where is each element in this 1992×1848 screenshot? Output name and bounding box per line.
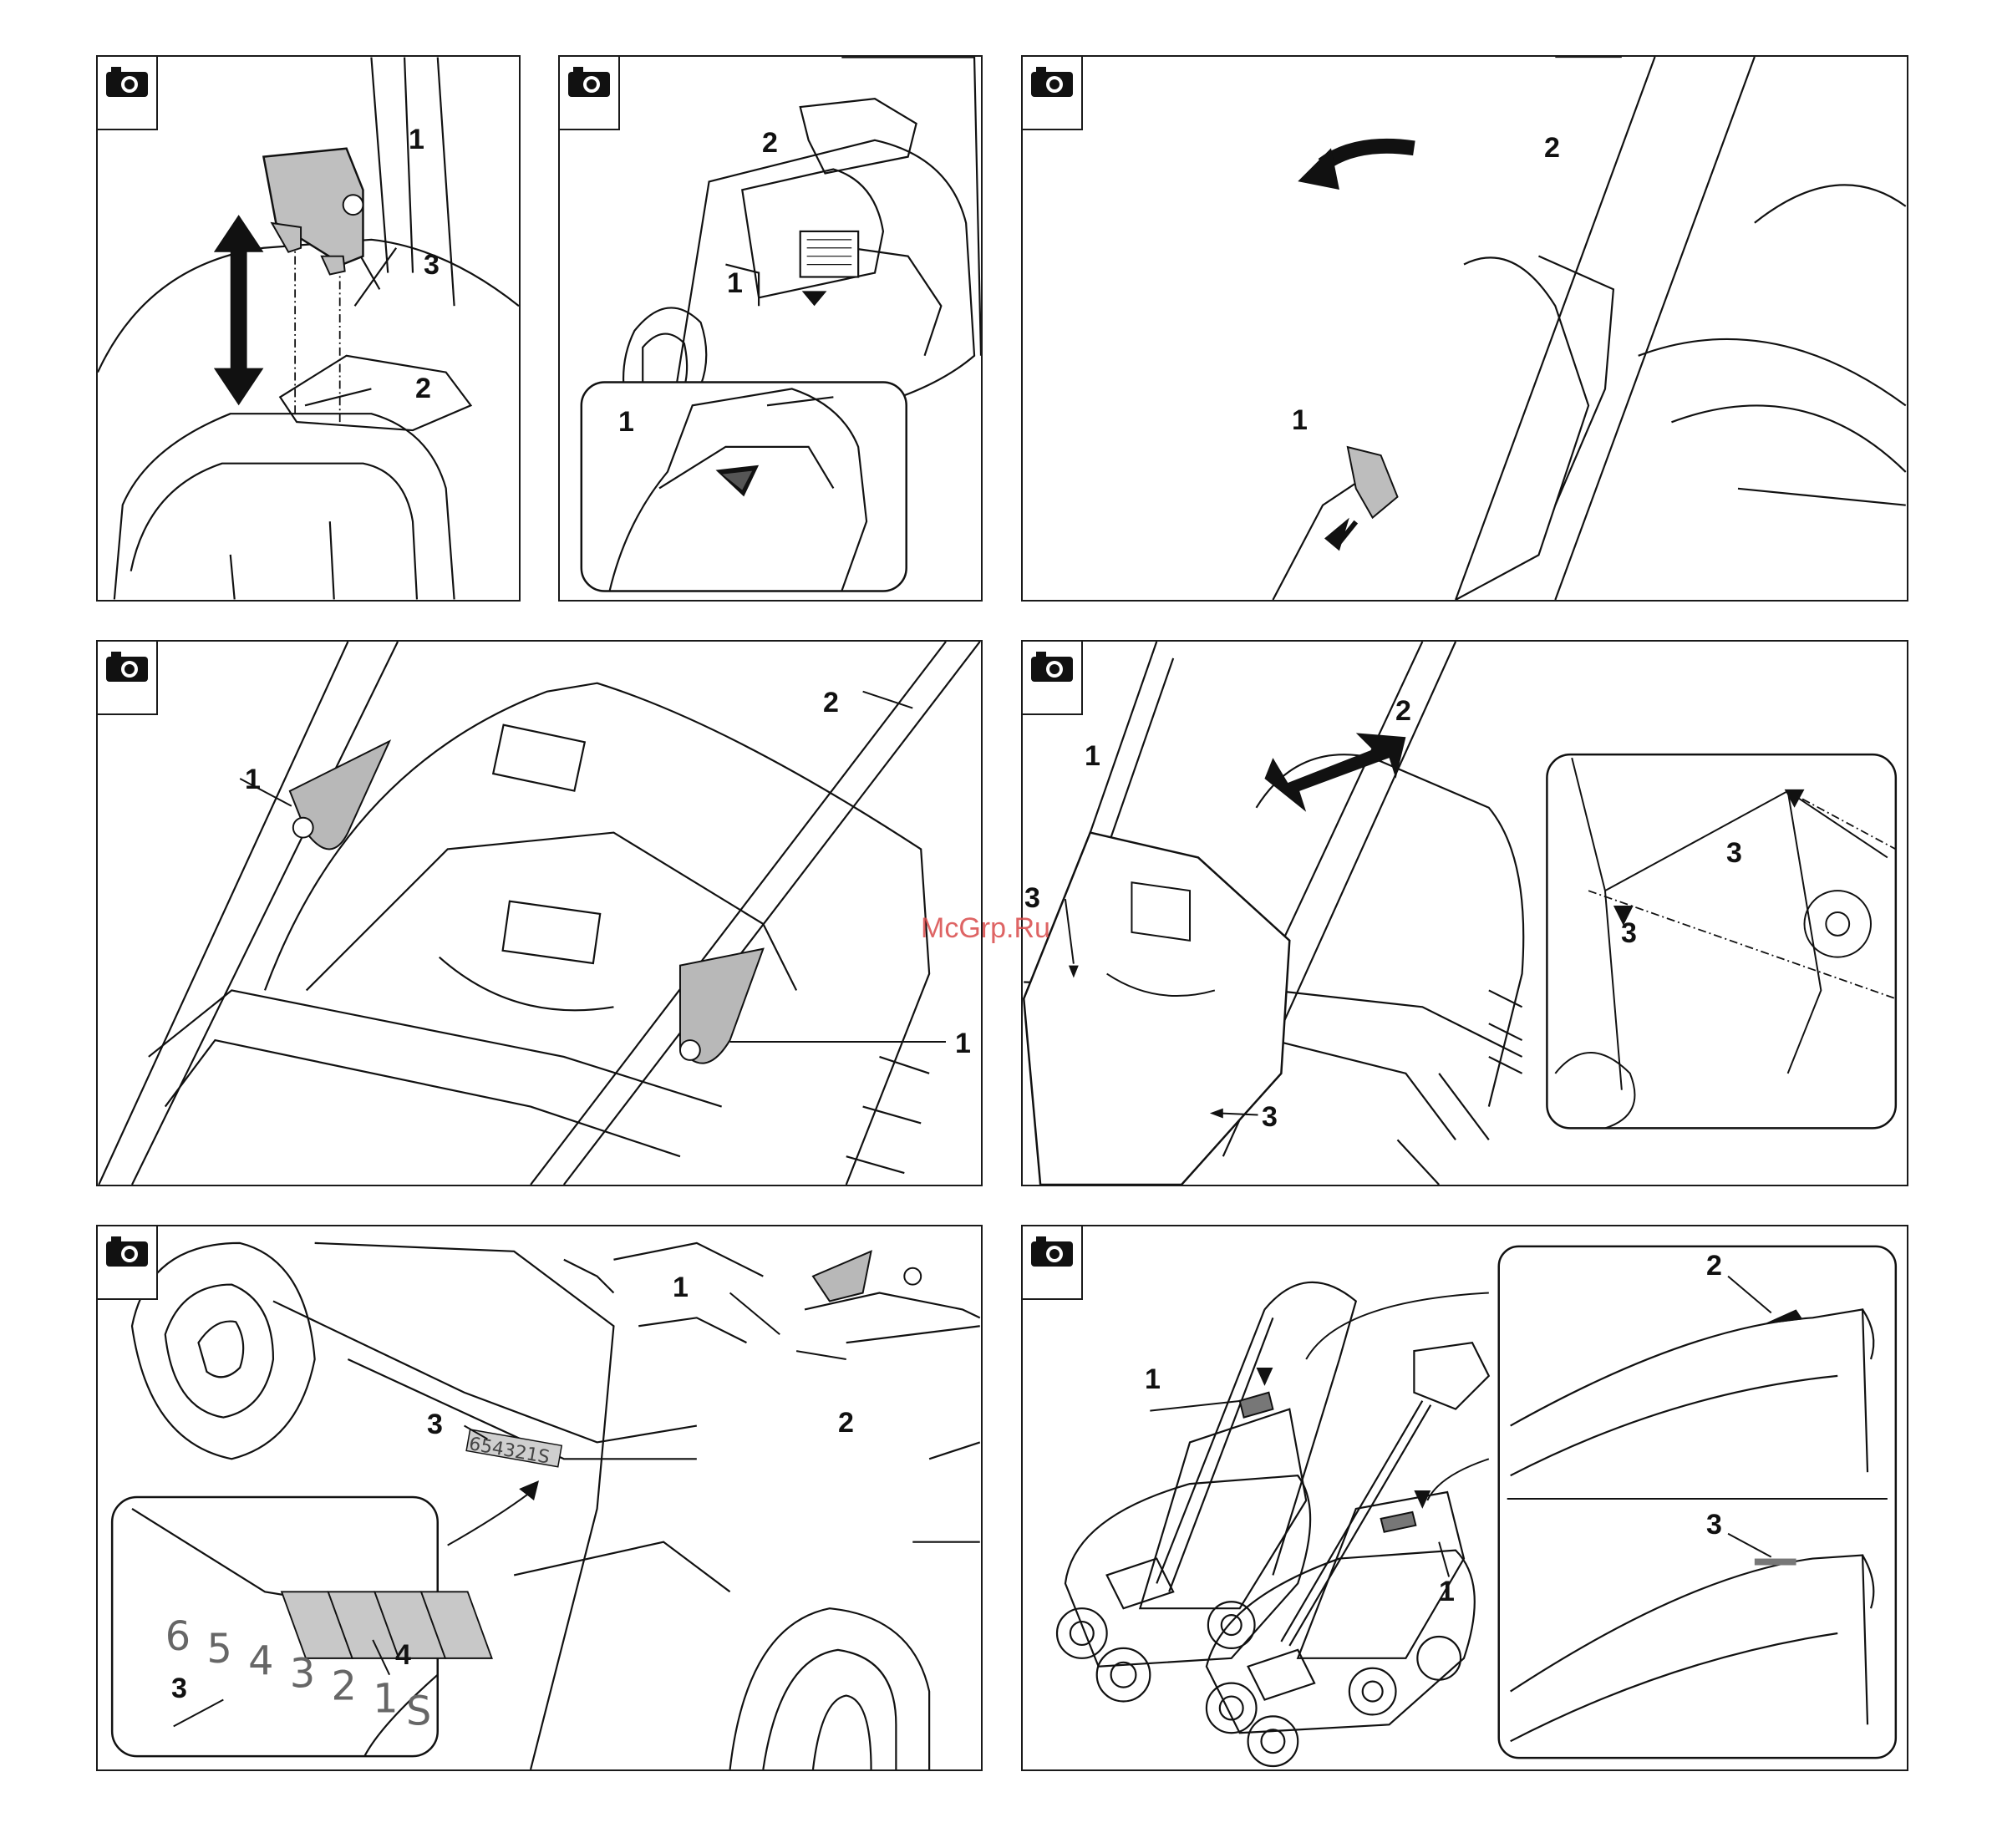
- label-hook-detail-top: 3: [1726, 839, 1742, 867]
- camera-icon-box: [1023, 1226, 1083, 1300]
- camera-icon: [104, 1235, 150, 1268]
- label-handle: 2: [1544, 134, 1560, 162]
- label-indicator-full: 2: [1706, 1251, 1722, 1280]
- figure-panel-grass-box: 2 1 3 3 3 3: [1021, 640, 1908, 1186]
- curved-arrow-icon: [1298, 146, 1414, 190]
- camera-icon-box: [98, 1226, 158, 1300]
- quick-release-lever-left: [290, 741, 389, 849]
- scale-digit-s: S: [406, 1688, 431, 1734]
- label-scale-large: 3: [171, 1674, 187, 1703]
- camera-icon: [1029, 650, 1075, 683]
- label-scale-small: 3: [427, 1410, 443, 1439]
- label-indicator-small: 1: [1439, 1577, 1455, 1606]
- scale-digit-4: 4: [248, 1639, 273, 1685]
- label-grass-box: 2: [1395, 697, 1411, 725]
- lock-lever-shape: [1348, 447, 1398, 517]
- camera-icon-box: [560, 57, 620, 130]
- label-handle: 1: [1085, 742, 1100, 770]
- illustration-handle-fold: [1023, 57, 1907, 600]
- figure-panel-battery-key: 1 3 2: [96, 55, 521, 602]
- scale-digit-2: 2: [332, 1664, 357, 1710]
- label-handle: 2: [823, 688, 839, 717]
- label-hook-left: 3: [1024, 884, 1040, 912]
- figure-panel-battery-insert: 2 1 1: [558, 55, 983, 602]
- camera-icon-box: [1023, 57, 1083, 130]
- camera-icon: [567, 65, 612, 99]
- figure-panel-handle-fold: 2 1: [1021, 55, 1908, 602]
- battery-shape: [800, 231, 858, 277]
- label-button: 1: [618, 408, 634, 436]
- battery-key-shape: [263, 149, 363, 275]
- illustration-grass-box: [1023, 642, 1907, 1185]
- camera-icon: [104, 65, 150, 99]
- label-battery: 1: [727, 269, 743, 297]
- label-lever: 1: [1292, 406, 1308, 434]
- illustration-quick-release: [98, 642, 981, 1185]
- watermark: McGrp.Ru: [921, 912, 1050, 945]
- camera-icon-box: [98, 57, 158, 130]
- double-arrow-icon: [214, 215, 264, 405]
- camera-icon: [1029, 1235, 1075, 1268]
- label-key: 1: [409, 125, 424, 154]
- illustration-fill-indicator: [1023, 1226, 1907, 1769]
- label-indicator-large: 1: [1145, 1365, 1161, 1394]
- scale-digit-5: 5: [206, 1627, 231, 1673]
- camera-icon: [104, 650, 150, 683]
- figure-panel-fill-indicator: 1 2 3 1: [1021, 1225, 1908, 1771]
- label-indicator-empty: 3: [1706, 1510, 1722, 1539]
- figure-panel-quick-release: 1 2 1: [96, 640, 983, 1186]
- illustration-battery-key: [98, 57, 519, 600]
- figure-panel-cutting-height: 654321S 6 5 4 3 2 1 S 1 2 3 3: [96, 1225, 983, 1771]
- camera-icon: [1029, 65, 1075, 99]
- label-lid: 2: [762, 129, 778, 157]
- illustration-cutting-height: 654321S 6 5 4 3 2 1 S: [98, 1226, 981, 1769]
- label-key-tag: 3: [424, 251, 440, 279]
- label-height-lever: 2: [838, 1409, 854, 1437]
- label-key-slot: 2: [415, 374, 431, 403]
- label-hook-bottom: 3: [1262, 1103, 1278, 1131]
- label-hook-detail-mid: 3: [1621, 919, 1637, 947]
- grass-box-shape: [1024, 833, 1289, 1185]
- mower-large: [1057, 1282, 1356, 1702]
- label-lever-right: 1: [955, 1029, 971, 1058]
- label-indicator: 4: [395, 1641, 411, 1669]
- camera-icon-box: [98, 642, 158, 715]
- camera-icon-box: [1023, 642, 1083, 715]
- scale-digit-1: 1: [373, 1676, 398, 1722]
- height-lever-shape: [813, 1251, 872, 1302]
- label-lever-left: 1: [245, 765, 261, 794]
- quick-release-lever-right: [680, 949, 763, 1064]
- label-housing: 1: [673, 1273, 689, 1302]
- scale-digit-6: 6: [165, 1614, 191, 1660]
- scale-digit-3: 3: [290, 1652, 315, 1698]
